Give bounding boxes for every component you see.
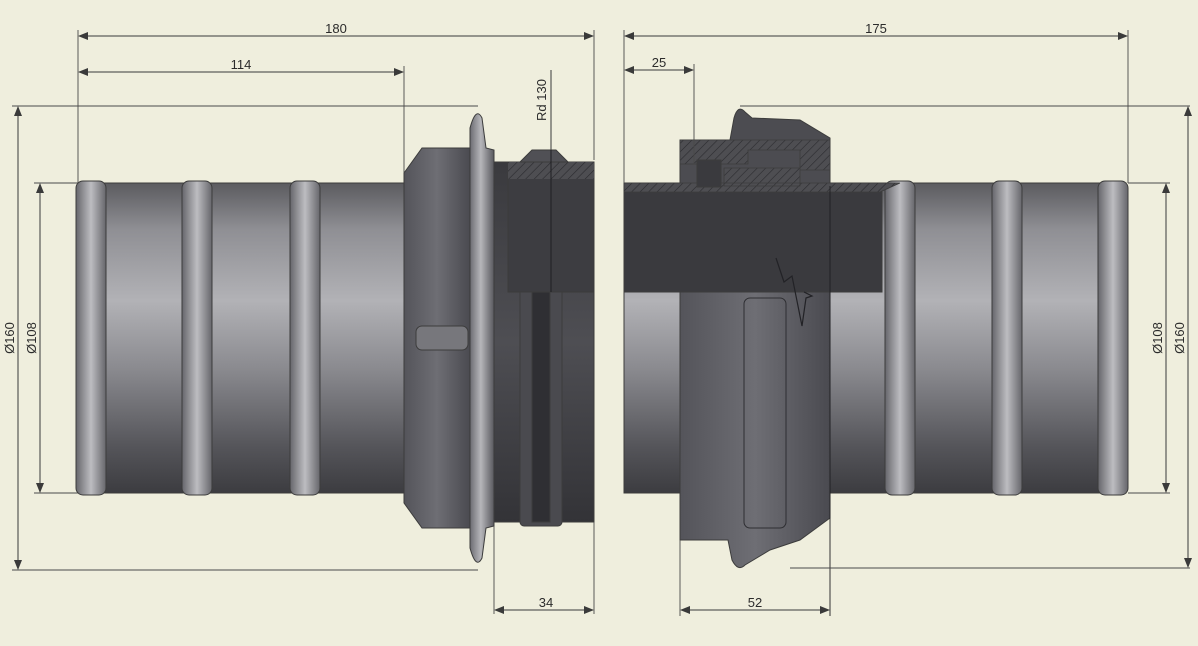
right-rib-1 — [884, 180, 916, 496]
left-thread-tooth — [518, 149, 570, 163]
right-seal-insert — [696, 159, 722, 188]
dim-left-coupling-width: 34 — [539, 595, 553, 610]
left-coupling-lug — [415, 325, 469, 351]
left-coupling-part — [75, 113, 595, 563]
right-break-line — [775, 257, 814, 327]
left-dimensions: 180 114 Rd 130 34 Ø160 Ø108 — [2, 21, 595, 614]
dim-right-inner-diameter: Ø108 — [1150, 322, 1165, 354]
right-nut-notch — [743, 297, 787, 529]
dim-right-nut-width: 52 — [748, 595, 762, 610]
dim-left-outer-diameter: Ø160 — [2, 322, 17, 354]
right-nut-body — [679, 291, 831, 569]
dim-left-tail-length: 114 — [231, 57, 252, 72]
left-flange — [469, 113, 495, 563]
right-coupling-part — [623, 108, 1129, 616]
right-section-core — [623, 191, 883, 293]
dim-right-overall-length: 175 — [865, 21, 887, 36]
right-rib-3 — [1097, 180, 1129, 496]
dim-right-outer-diameter: Ø160 — [1172, 322, 1187, 354]
left-rib-3 — [289, 180, 321, 496]
dim-right-section-depth: 25 — [652, 55, 666, 70]
left-pipe-body — [77, 182, 409, 494]
dim-left-thread-label: Rd 130 — [534, 79, 549, 121]
dim-left-inner-diameter: Ø108 — [24, 322, 39, 354]
left-rib-1 — [75, 180, 107, 496]
right-rib-2 — [991, 180, 1023, 496]
left-rib-2 — [181, 180, 213, 496]
right-dimensions: 175 25 52 Ø108 Ø160 — [623, 21, 1192, 616]
dim-left-overall-length: 180 — [325, 21, 347, 36]
